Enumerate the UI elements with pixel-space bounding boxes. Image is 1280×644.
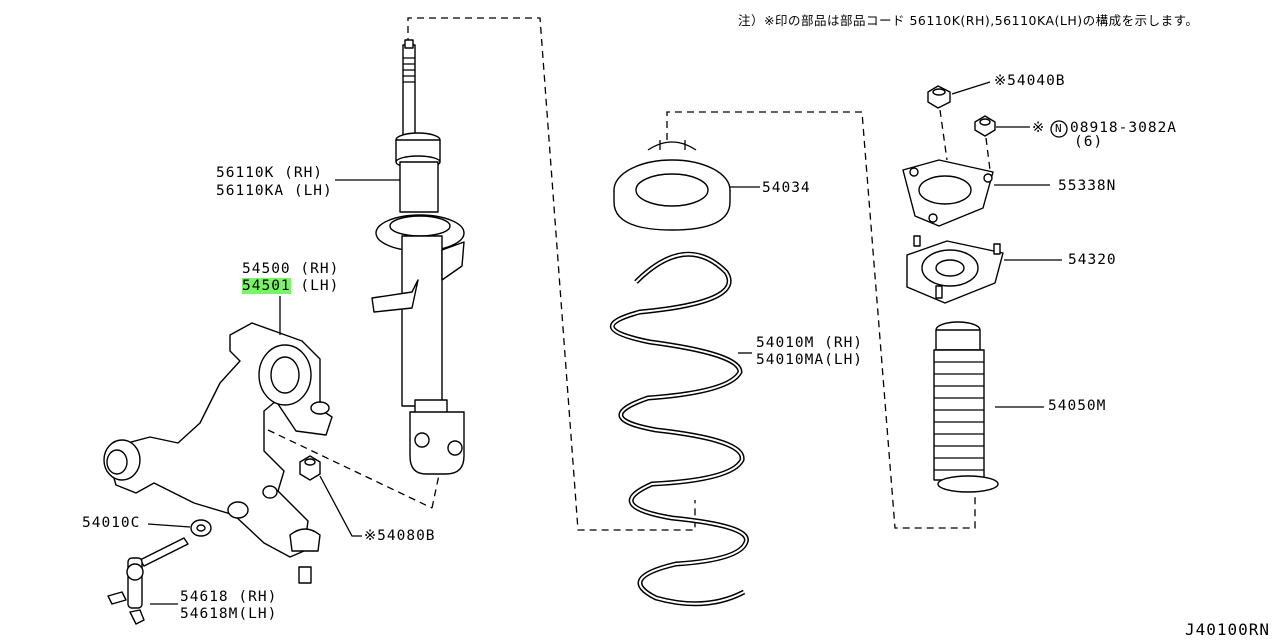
label-nut[interactable]: ※54040B — [994, 73, 1066, 89]
label-knuckle-rh[interactable]: 54500 (RH) — [242, 261, 340, 277]
highlight-part-code[interactable]: 54501 — [242, 278, 291, 294]
label-strut-rh[interactable]: 56110K (RH) — [216, 165, 324, 181]
label-nut2-prefix: ※ — [1032, 120, 1046, 136]
label-washer[interactable]: 54010C — [82, 515, 141, 531]
label-knuckle-lh-side: (LH) — [290, 278, 340, 294]
steering-knuckle[interactable] — [103, 296, 333, 584]
washer-54010c[interactable] — [147, 519, 212, 537]
plate-55338n[interactable] — [902, 159, 1050, 227]
label-mount[interactable]: 54320 — [1068, 252, 1117, 268]
label-strut-lh[interactable]: 56110KA (LH) — [216, 183, 333, 199]
label-nut2[interactable]: 08918-3082A — [1070, 120, 1178, 136]
coil-spring[interactable] — [610, 251, 752, 607]
bolt-54080b[interactable] — [299, 455, 362, 537]
label-rod-lh[interactable]: 54618M(LH) — [180, 606, 278, 622]
label-rod-rh[interactable]: 54618 (RH) — [180, 589, 278, 605]
label-boot[interactable]: 54050M — [1048, 398, 1107, 414]
spring-seat-54034[interactable] — [613, 140, 760, 231]
label-knuckle-lh[interactable]: 54501 (LH) — [242, 278, 339, 295]
label-plate[interactable]: 55338N — [1058, 178, 1117, 194]
bump-boot-54050m[interactable] — [933, 321, 1044, 493]
assembly-guide-lines — [267, 17, 991, 531]
footnote: 注）※印の部品は部品コード 56110K(RH),56110KA(LH)の構成を… — [738, 13, 1199, 28]
mount-54320[interactable] — [906, 235, 1062, 304]
label-spring-lh[interactable]: 54010MA(LH) — [756, 352, 864, 368]
label-bolt[interactable]: ※54080B — [364, 528, 436, 544]
label-nut2-qty: (6) — [1074, 134, 1104, 150]
circle-n-icon: N — [1055, 122, 1063, 135]
label-spring-rh[interactable]: 54010M (RH) — [756, 335, 864, 351]
nut-54040b[interactable] — [927, 81, 991, 109]
nut-08918-3082a[interactable] — [974, 115, 1068, 138]
label-seat[interactable]: 54034 — [762, 180, 811, 196]
diagram-code: J40100RN — [1184, 620, 1270, 639]
stabilizer-rod[interactable] — [107, 537, 189, 625]
strut-assembly[interactable] — [335, 39, 465, 475]
